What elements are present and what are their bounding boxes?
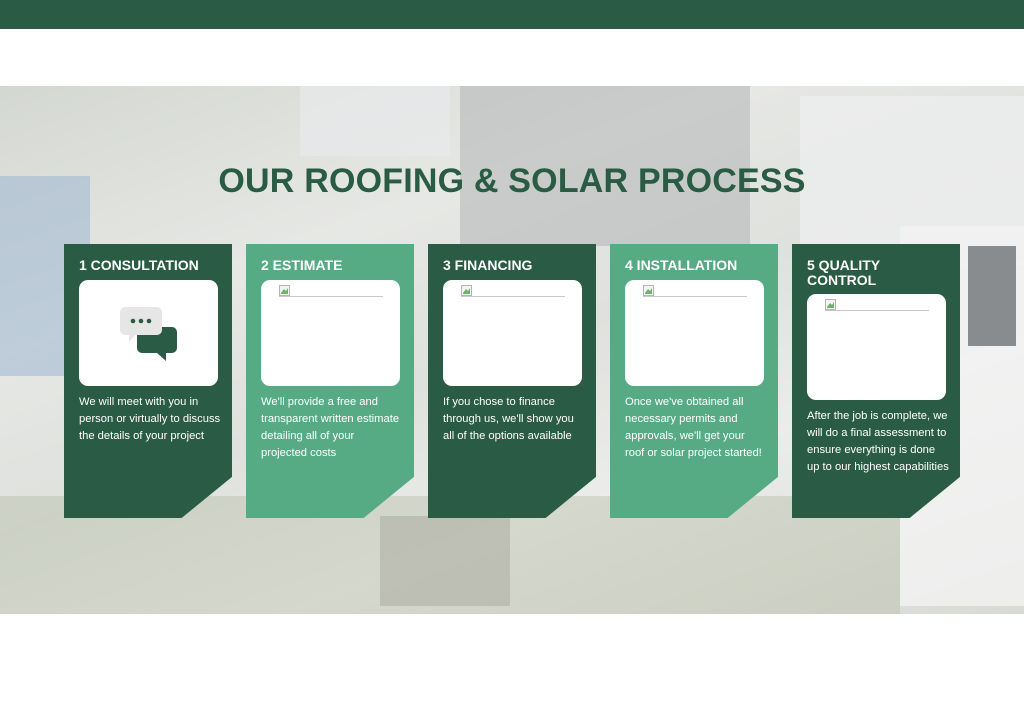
step-card-financing: 3 FINANCING If you chose to finance thro… [428,244,596,518]
broken-image-placeholder [279,285,383,297]
top-bar [0,0,1024,29]
step-card-consultation: 1 CONSULTATION We will meet with you in … [64,244,232,518]
broken-image-icon [643,285,654,296]
step-description: Once we've obtained all necessary permit… [625,396,762,459]
step-description: We'll provide a free and transparent wri… [261,396,400,459]
step-description: If you chose to finance through us, we'l… [443,396,574,442]
step-image [625,280,764,386]
background-yard [380,516,510,606]
broken-image-placeholder [461,285,565,297]
step-description: After the job is complete, we will do a … [807,410,949,473]
step-description: We will meet with you in person or virtu… [79,396,221,442]
step-card-installation: 4 INSTALLATION Once we've obtained all n… [610,244,778,518]
step-title: 3 FINANCING [443,257,533,273]
step-image [79,280,218,386]
step-title: 4 INSTALLATION [625,257,738,273]
step-title: 5 QUALITY CONTROL [807,257,880,288]
broken-image-icon [825,299,836,310]
broken-image-placeholder [825,299,929,311]
background-roof [460,86,750,246]
step-card-quality-control: 5 QUALITY CONTROL After the job is compl… [792,244,960,518]
step-card-estimate: 2 ESTIMATE We'll provide a free and tran… [246,244,414,518]
background-solar-panels [968,246,1016,346]
page-title: OUR ROOFING & SOLAR PROCESS [218,162,806,200]
chat-bubbles-icon [120,307,177,361]
step-image [807,294,946,400]
step-image [443,280,582,386]
background-roof [300,86,450,156]
step-title: 2 ESTIMATE [261,257,343,273]
broken-image-icon [279,285,290,296]
step-title: 1 CONSULTATION [79,257,199,273]
hero-section [0,86,1024,614]
broken-image-placeholder [643,285,747,297]
step-image [261,280,400,386]
broken-image-icon [461,285,472,296]
